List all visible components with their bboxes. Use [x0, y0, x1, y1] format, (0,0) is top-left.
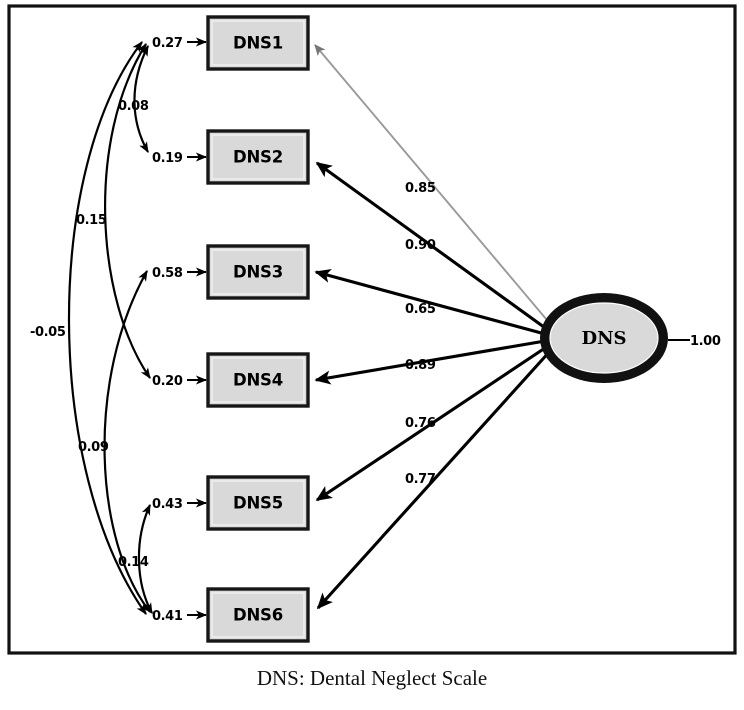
loading-value-dns6: 0.77: [405, 472, 436, 487]
indicator-box-dns6[interactable]: DNS6: [206, 587, 310, 643]
covariance-value-dns1-dns2: 0.08: [118, 99, 149, 114]
covariance-value-dns3-dns6: 0.09: [78, 440, 109, 455]
indicator-label-dns6: DNS6: [233, 606, 283, 625]
loading-paths-group: [314, 44, 553, 610]
indicator-box-dns1[interactable]: DNS1: [206, 15, 310, 71]
loading-value-dns1: 0.85: [405, 181, 436, 196]
figure-caption: DNS: Dental Neglect Scale: [256, 666, 488, 690]
latent-ellipse-fill[interactable]: [549, 302, 659, 374]
error-stubs-group: [187, 37, 208, 620]
loading-path-dns1: [314, 44, 553, 327]
loading-value-labels: 0.85 0.90 0.65 0.89 0.76 0.77: [405, 181, 436, 487]
indicator-label-dns4: DNS4: [233, 371, 283, 390]
indicator-rect-dns3[interactable]: [206, 244, 310, 300]
indicator-label-dns1: DNS1: [233, 34, 283, 53]
covariance-value-labels: 0.08 0.15 -0.05 0.09 0.14: [30, 99, 149, 570]
indicator-box-dns3[interactable]: DNS3: [206, 244, 310, 300]
indicator-label-dns2: DNS2: [233, 148, 283, 167]
error-value-dns3: 0.58: [152, 266, 183, 281]
covariance-value-dns1-dns4: 0.15: [76, 213, 107, 228]
error-value-dns5: 0.43: [152, 497, 183, 512]
indicator-box-dns2[interactable]: DNS2: [206, 129, 310, 185]
indicator-rect-dns4[interactable]: [206, 352, 310, 408]
indicator-rect-highlight-dns1: [211, 20, 305, 66]
latent-variable-dns[interactable]: DNS: [540, 293, 668, 383]
indicator-rect-dns1[interactable]: [206, 15, 310, 71]
indicator-rect-highlight-dns3: [211, 249, 305, 295]
cov-curve-dns1-dns6: [67, 41, 147, 615]
error-value-dns2: 0.19: [152, 151, 183, 166]
indicator-label-dns3: DNS3: [233, 263, 283, 282]
loading-path-dns4: [314, 339, 546, 385]
figure-border: [7, 4, 737, 655]
indicator-box-dns4[interactable]: DNS4: [206, 352, 310, 408]
cov-curve-dns5-dns6: [137, 503, 153, 614]
covariance-curves-group: [67, 41, 153, 615]
indicator-rect-highlight-dns2: [211, 134, 305, 180]
indicator-box-dns5[interactable]: DNS5: [206, 475, 310, 531]
indicator-rect-highlight-dns5: [211, 480, 305, 526]
loading-value-dns3: 0.65: [405, 302, 436, 317]
indicator-rect-dns5[interactable]: [206, 475, 310, 531]
loading-path-dns3: [314, 268, 546, 336]
indicator-rect-dns2[interactable]: [206, 129, 310, 185]
latent-label-dns: DNS: [581, 328, 626, 349]
loading-path-dns5: [315, 344, 549, 502]
latent-variance-value: 1.00: [690, 334, 721, 349]
covariance-value-dns5-dns6: 0.14: [118, 555, 149, 570]
error-value-dns6: 0.41: [152, 609, 183, 624]
cov-curve-dns1-dns4: [104, 43, 151, 379]
loading-value-dns5: 0.76: [405, 416, 436, 431]
error-value-dns4: 0.20: [152, 374, 183, 389]
loading-path-dns6: [316, 348, 553, 610]
cov-curve-dns3-dns6: [103, 270, 151, 613]
indicator-rect-dns6[interactable]: [206, 587, 310, 643]
loading-value-dns4: 0.89: [405, 358, 436, 373]
indicator-rect-highlight-dns6: [211, 592, 305, 638]
loading-value-dns2: 0.90: [405, 238, 436, 253]
error-value-dns1: 0.27: [152, 36, 183, 51]
indicator-label-dns5: DNS5: [233, 494, 283, 513]
loading-path-dns2: [315, 161, 549, 332]
error-value-labels: 0.27 0.19 0.58 0.20 0.43 0.41: [152, 36, 183, 624]
covariance-value-dns1-dns6: -0.05: [30, 325, 66, 340]
indicator-rect-highlight-dns4: [211, 357, 305, 403]
